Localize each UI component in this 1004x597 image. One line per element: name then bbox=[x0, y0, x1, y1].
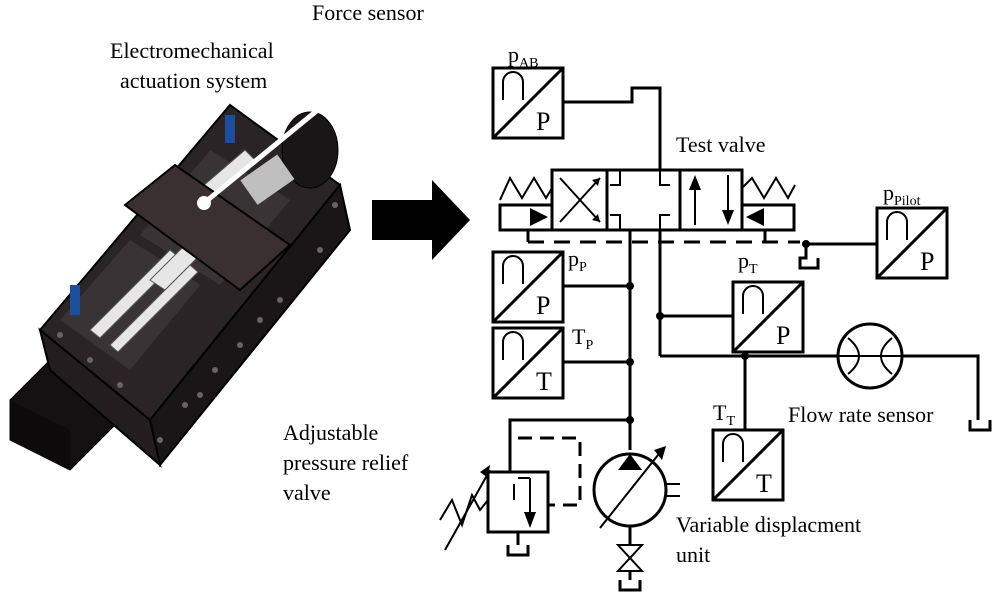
flow-rate-sensor bbox=[836, 322, 904, 390]
svg-text:pP: pP bbox=[568, 246, 587, 275]
relief-label-line2: pressure relief bbox=[283, 450, 409, 475]
sensor-t-p: TP T bbox=[491, 324, 593, 400]
test-valve-label: Test valve bbox=[676, 132, 765, 157]
relief-label-line1: Adjustable bbox=[283, 420, 378, 445]
flow-sensor-label: Flow rate sensor bbox=[788, 402, 934, 427]
sensor-p-ab: pAB P bbox=[491, 42, 565, 140]
svg-text:TP: TP bbox=[572, 324, 593, 353]
sensor-t-t: TT T bbox=[711, 400, 785, 502]
svg-text:pPilot: pPilot bbox=[883, 180, 921, 209]
pressure-relief-valve bbox=[439, 418, 630, 557]
actuator-rendering bbox=[9, 26, 420, 471]
ems-label-line1: Electromechanical bbox=[110, 38, 274, 63]
relief-label-line3: valve bbox=[283, 480, 331, 505]
test-valve bbox=[498, 168, 796, 232]
vdu-label-line1: Variable displacment bbox=[676, 512, 861, 537]
svg-text:T: T bbox=[536, 367, 552, 396]
sensor-p-pilot: pPilot P bbox=[875, 180, 949, 280]
vdu-label-line2: unit bbox=[676, 542, 710, 567]
force-sensor-label: Force sensor bbox=[312, 0, 424, 25]
svg-text:pT: pT bbox=[738, 248, 758, 277]
variable-displacement-unit bbox=[592, 446, 680, 592]
svg-text:TT: TT bbox=[713, 400, 735, 429]
svg-text:P: P bbox=[776, 321, 790, 350]
ems-label-line2: actuation system bbox=[120, 68, 267, 93]
sensor-p-t: pT P bbox=[731, 248, 805, 354]
svg-text:P: P bbox=[536, 107, 550, 136]
svg-text:P: P bbox=[536, 291, 550, 320]
right-arrow-icon bbox=[372, 180, 470, 260]
sensor-p-p: pP P bbox=[491, 246, 587, 324]
svg-text:P: P bbox=[920, 247, 934, 276]
svg-text:T: T bbox=[756, 469, 772, 498]
